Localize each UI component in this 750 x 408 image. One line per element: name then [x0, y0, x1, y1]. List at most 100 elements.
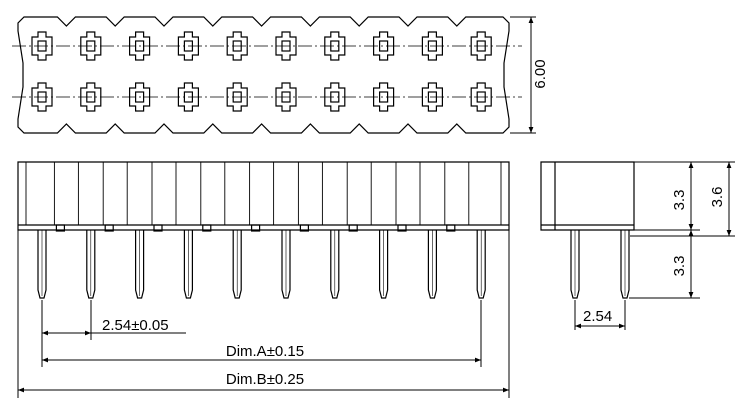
- contact-hole: [379, 91, 389, 103]
- contact-hole: [476, 40, 486, 52]
- front-notch: [202, 224, 212, 232]
- contact-outline: [421, 82, 443, 112]
- contact-hole: [135, 91, 145, 103]
- side-view: [540, 161, 635, 299]
- contact-outline: [421, 31, 443, 61]
- pin-front: [183, 230, 193, 299]
- dim-top-height: 6.00: [532, 59, 549, 88]
- front-notch: [251, 224, 261, 232]
- pin-contact-top: [275, 82, 297, 112]
- contact-outline: [177, 31, 199, 61]
- pin-contact-top: [324, 31, 346, 61]
- pin-outline: [183, 230, 193, 299]
- contact-hole: [232, 40, 242, 52]
- contact-hole: [281, 91, 291, 103]
- pin-contact-top: [226, 31, 248, 61]
- pin-outline: [86, 230, 96, 299]
- contact-hole: [86, 91, 96, 103]
- pin-outline: [232, 230, 242, 299]
- contact-outline: [31, 31, 53, 61]
- contact-hole: [183, 91, 193, 103]
- pin-contact-top: [421, 31, 443, 61]
- contact-hole: [281, 40, 291, 52]
- contact-hole: [183, 40, 193, 52]
- front-notch: [55, 224, 66, 232]
- pin-contact-top: [470, 82, 492, 112]
- pin-outline: [476, 230, 486, 299]
- dim-a: Dim.A±0.15: [226, 343, 304, 360]
- contact-hole: [427, 91, 437, 103]
- contact-outline: [373, 82, 395, 112]
- contact-hole: [379, 40, 389, 52]
- contact-hole: [476, 91, 486, 103]
- contact-outline: [80, 82, 102, 112]
- front-notch: [446, 224, 456, 232]
- pin-front: [281, 230, 291, 299]
- pin-contact-top: [80, 31, 102, 61]
- pin-side: [620, 230, 630, 299]
- contact-hole: [135, 40, 145, 52]
- dim-side-overall: 3.6: [709, 187, 726, 208]
- pin-outline: [620, 230, 630, 299]
- pin-contact-top: [373, 31, 395, 61]
- contact-outline: [31, 82, 53, 112]
- contact-outline: [373, 31, 395, 61]
- front-notch: [153, 224, 163, 232]
- pin-front: [37, 230, 47, 299]
- pin-front: [330, 230, 340, 299]
- dimension-lines: [17, 16, 735, 398]
- front-notch: [397, 224, 407, 232]
- front-notch: [348, 224, 358, 232]
- pin-contact-top: [31, 31, 53, 61]
- pin-contact-top: [129, 31, 151, 61]
- contact-hole: [37, 40, 47, 52]
- pin-contact-top: [226, 82, 248, 112]
- pin-contact-top: [177, 82, 199, 112]
- contact-outline: [129, 82, 151, 112]
- contact-outline: [324, 82, 346, 112]
- pin-front: [427, 230, 437, 299]
- pin-front: [476, 230, 486, 299]
- contact-hole: [330, 91, 340, 103]
- pin-front: [232, 230, 242, 299]
- pin-outline: [37, 230, 47, 299]
- pin-contact-top: [421, 82, 443, 112]
- pin-contact-top: [31, 82, 53, 112]
- contact-outline: [177, 82, 199, 112]
- contact-outline: [324, 31, 346, 61]
- pin-contact-top: [177, 31, 199, 61]
- pin-outline: [330, 230, 340, 299]
- contact-outline: [129, 31, 151, 61]
- pin-outline: [427, 230, 437, 299]
- pin-front: [135, 230, 145, 299]
- front-notch: [104, 224, 114, 232]
- contact-outline: [226, 31, 248, 61]
- pin-contact-top: [275, 31, 297, 61]
- dim-pitch: 2.54±0.05: [102, 317, 169, 334]
- top-body-outline: [17, 16, 510, 134]
- pin-outline: [379, 230, 389, 299]
- contact-hole: [37, 91, 47, 103]
- pin-front: [379, 230, 389, 299]
- pin-contact-top: [129, 82, 151, 112]
- pin-contact-top: [324, 82, 346, 112]
- contact-outline: [226, 82, 248, 112]
- pin-outline: [135, 230, 145, 299]
- dim-side-pitch: 2.54: [583, 308, 612, 325]
- pin-side: [570, 230, 580, 299]
- front-body-outline: [17, 161, 510, 231]
- pin-contact-top: [80, 82, 102, 112]
- pin-outline: [281, 230, 291, 299]
- pin-contact-top: [373, 82, 395, 112]
- front-notch: [299, 224, 309, 232]
- contact-outline: [470, 31, 492, 61]
- dim-side-lower: 3.3: [671, 256, 688, 277]
- contact-hole: [427, 40, 437, 52]
- top-view: [12, 16, 522, 134]
- contact-hole: [86, 40, 96, 52]
- front-view: [17, 161, 510, 299]
- contact-hole: [330, 40, 340, 52]
- contact-outline: [275, 31, 297, 61]
- pin-outline: [570, 230, 580, 299]
